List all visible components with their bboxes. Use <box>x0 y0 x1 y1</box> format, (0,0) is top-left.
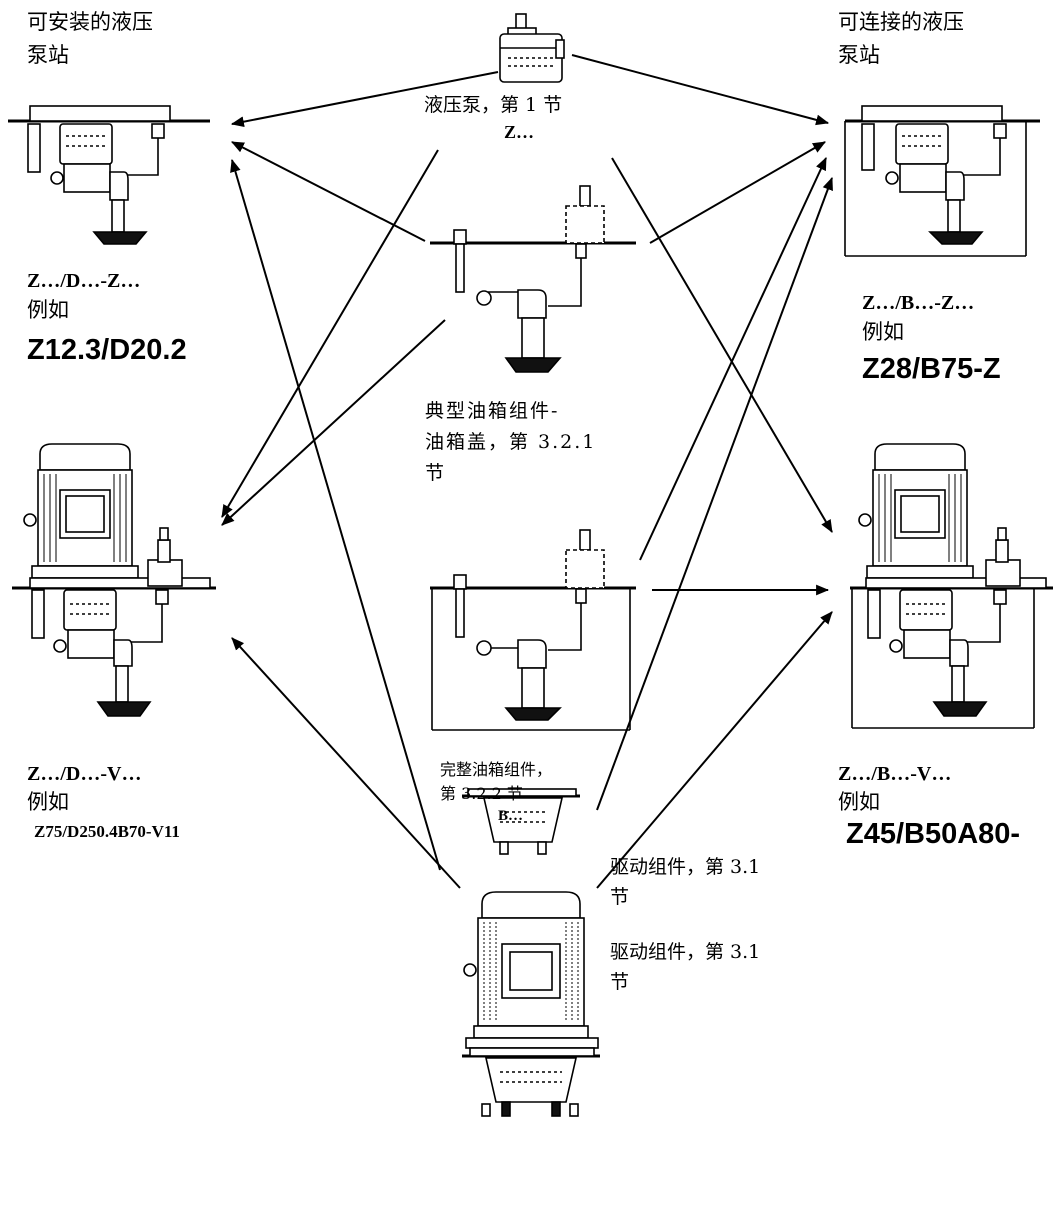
motor-drive-label: 驱动组件，第 3.1 节 <box>610 937 760 997</box>
heading-line: 可连接的液压 <box>838 10 964 34</box>
arrow-motor-to-right-bottom <box>596 611 833 889</box>
label-line: 油箱盖，第 3.2.1 <box>425 431 597 453</box>
arrow-bracket-to-right-top <box>596 176 833 811</box>
right-bottom-code: Z…/B…-V… <box>838 763 952 785</box>
motor-station-lid-icon <box>12 443 216 717</box>
arrow-motor-to-left-bottom <box>231 637 461 889</box>
tank-code: B… <box>498 808 524 824</box>
pump-station-tank-icon <box>844 105 1040 257</box>
right-bottom-example: Z45/B50A80- <box>846 818 1021 850</box>
label-line: 节 <box>610 886 630 908</box>
label-line: 驱动组件，第 3.1 <box>610 856 761 878</box>
heading-line: 泵站 <box>27 43 69 67</box>
left-bottom-example: Z75/D250.4B70-V11 <box>34 822 180 841</box>
lid-assembly-icon <box>430 185 636 373</box>
label-line: 典型油箱组件- <box>425 400 560 422</box>
arrow-pump-to-left-bottom <box>221 149 439 518</box>
pump-code: Z… <box>504 122 535 142</box>
left-bottom-code: Z…/D…-V… <box>27 763 142 785</box>
label-line: 完整油箱组件， <box>440 760 553 779</box>
motor-drive-icon <box>462 891 600 1117</box>
label-line: 驱动组件，第 3.1 <box>610 941 761 963</box>
arrow-pump-to-right-top <box>571 54 830 126</box>
label-line: 节 <box>610 971 630 993</box>
left-top-example: Z12.3/D20.2 <box>27 334 187 366</box>
left-bottom-example-word: 例如 <box>27 790 69 814</box>
arrow-bracket-to-left-top <box>230 158 441 871</box>
left-top-heading: 可安装的液压 泵站 <box>27 6 153 72</box>
tank-assembly-icon <box>430 529 636 731</box>
arrow-lid-to-left-bottom <box>221 319 446 526</box>
arrow-pump-to-left-top <box>230 71 499 128</box>
label-line: 第 3.2.2 节 <box>440 784 523 803</box>
pump-label: 液压泵，第 1 节 <box>424 94 563 116</box>
arrow-pump-to-right-bottom <box>611 157 833 533</box>
right-top-heading: 可连接的液压 泵站 <box>838 6 964 72</box>
right-bottom-example-word: 例如 <box>838 790 880 814</box>
motor-station-tank-icon <box>850 443 1053 729</box>
drive-bracket-icon <box>462 788 580 855</box>
left-top-code: Z…/D…-Z… <box>27 270 141 292</box>
pump-station-lid-icon <box>8 105 210 245</box>
drive-bracket-label: 驱动组件，第 3.1 节 <box>610 852 760 912</box>
left-top-example-word: 例如 <box>27 298 69 322</box>
right-top-example-word: 例如 <box>862 320 904 344</box>
arrow-tank-to-right-top <box>639 157 827 561</box>
lid-assembly-label: 典型油箱组件- 油箱盖，第 3.2.1 节 <box>425 396 596 489</box>
right-top-code: Z…/B…-Z… <box>862 292 975 314</box>
pump-icon <box>499 13 565 83</box>
heading-line: 泵站 <box>838 43 880 67</box>
tank-assembly-label: 完整油箱组件， 第 3.2.2 节 <box>440 758 552 806</box>
arrow-lid-to-right-top <box>649 141 826 244</box>
arrow-lid-to-left-top <box>231 141 426 242</box>
connection-arrows <box>221 54 833 889</box>
label-line: 节 <box>425 462 447 484</box>
heading-line: 可安装的液压 <box>27 10 153 34</box>
right-top-example: Z28/B75-Z <box>862 353 1001 385</box>
